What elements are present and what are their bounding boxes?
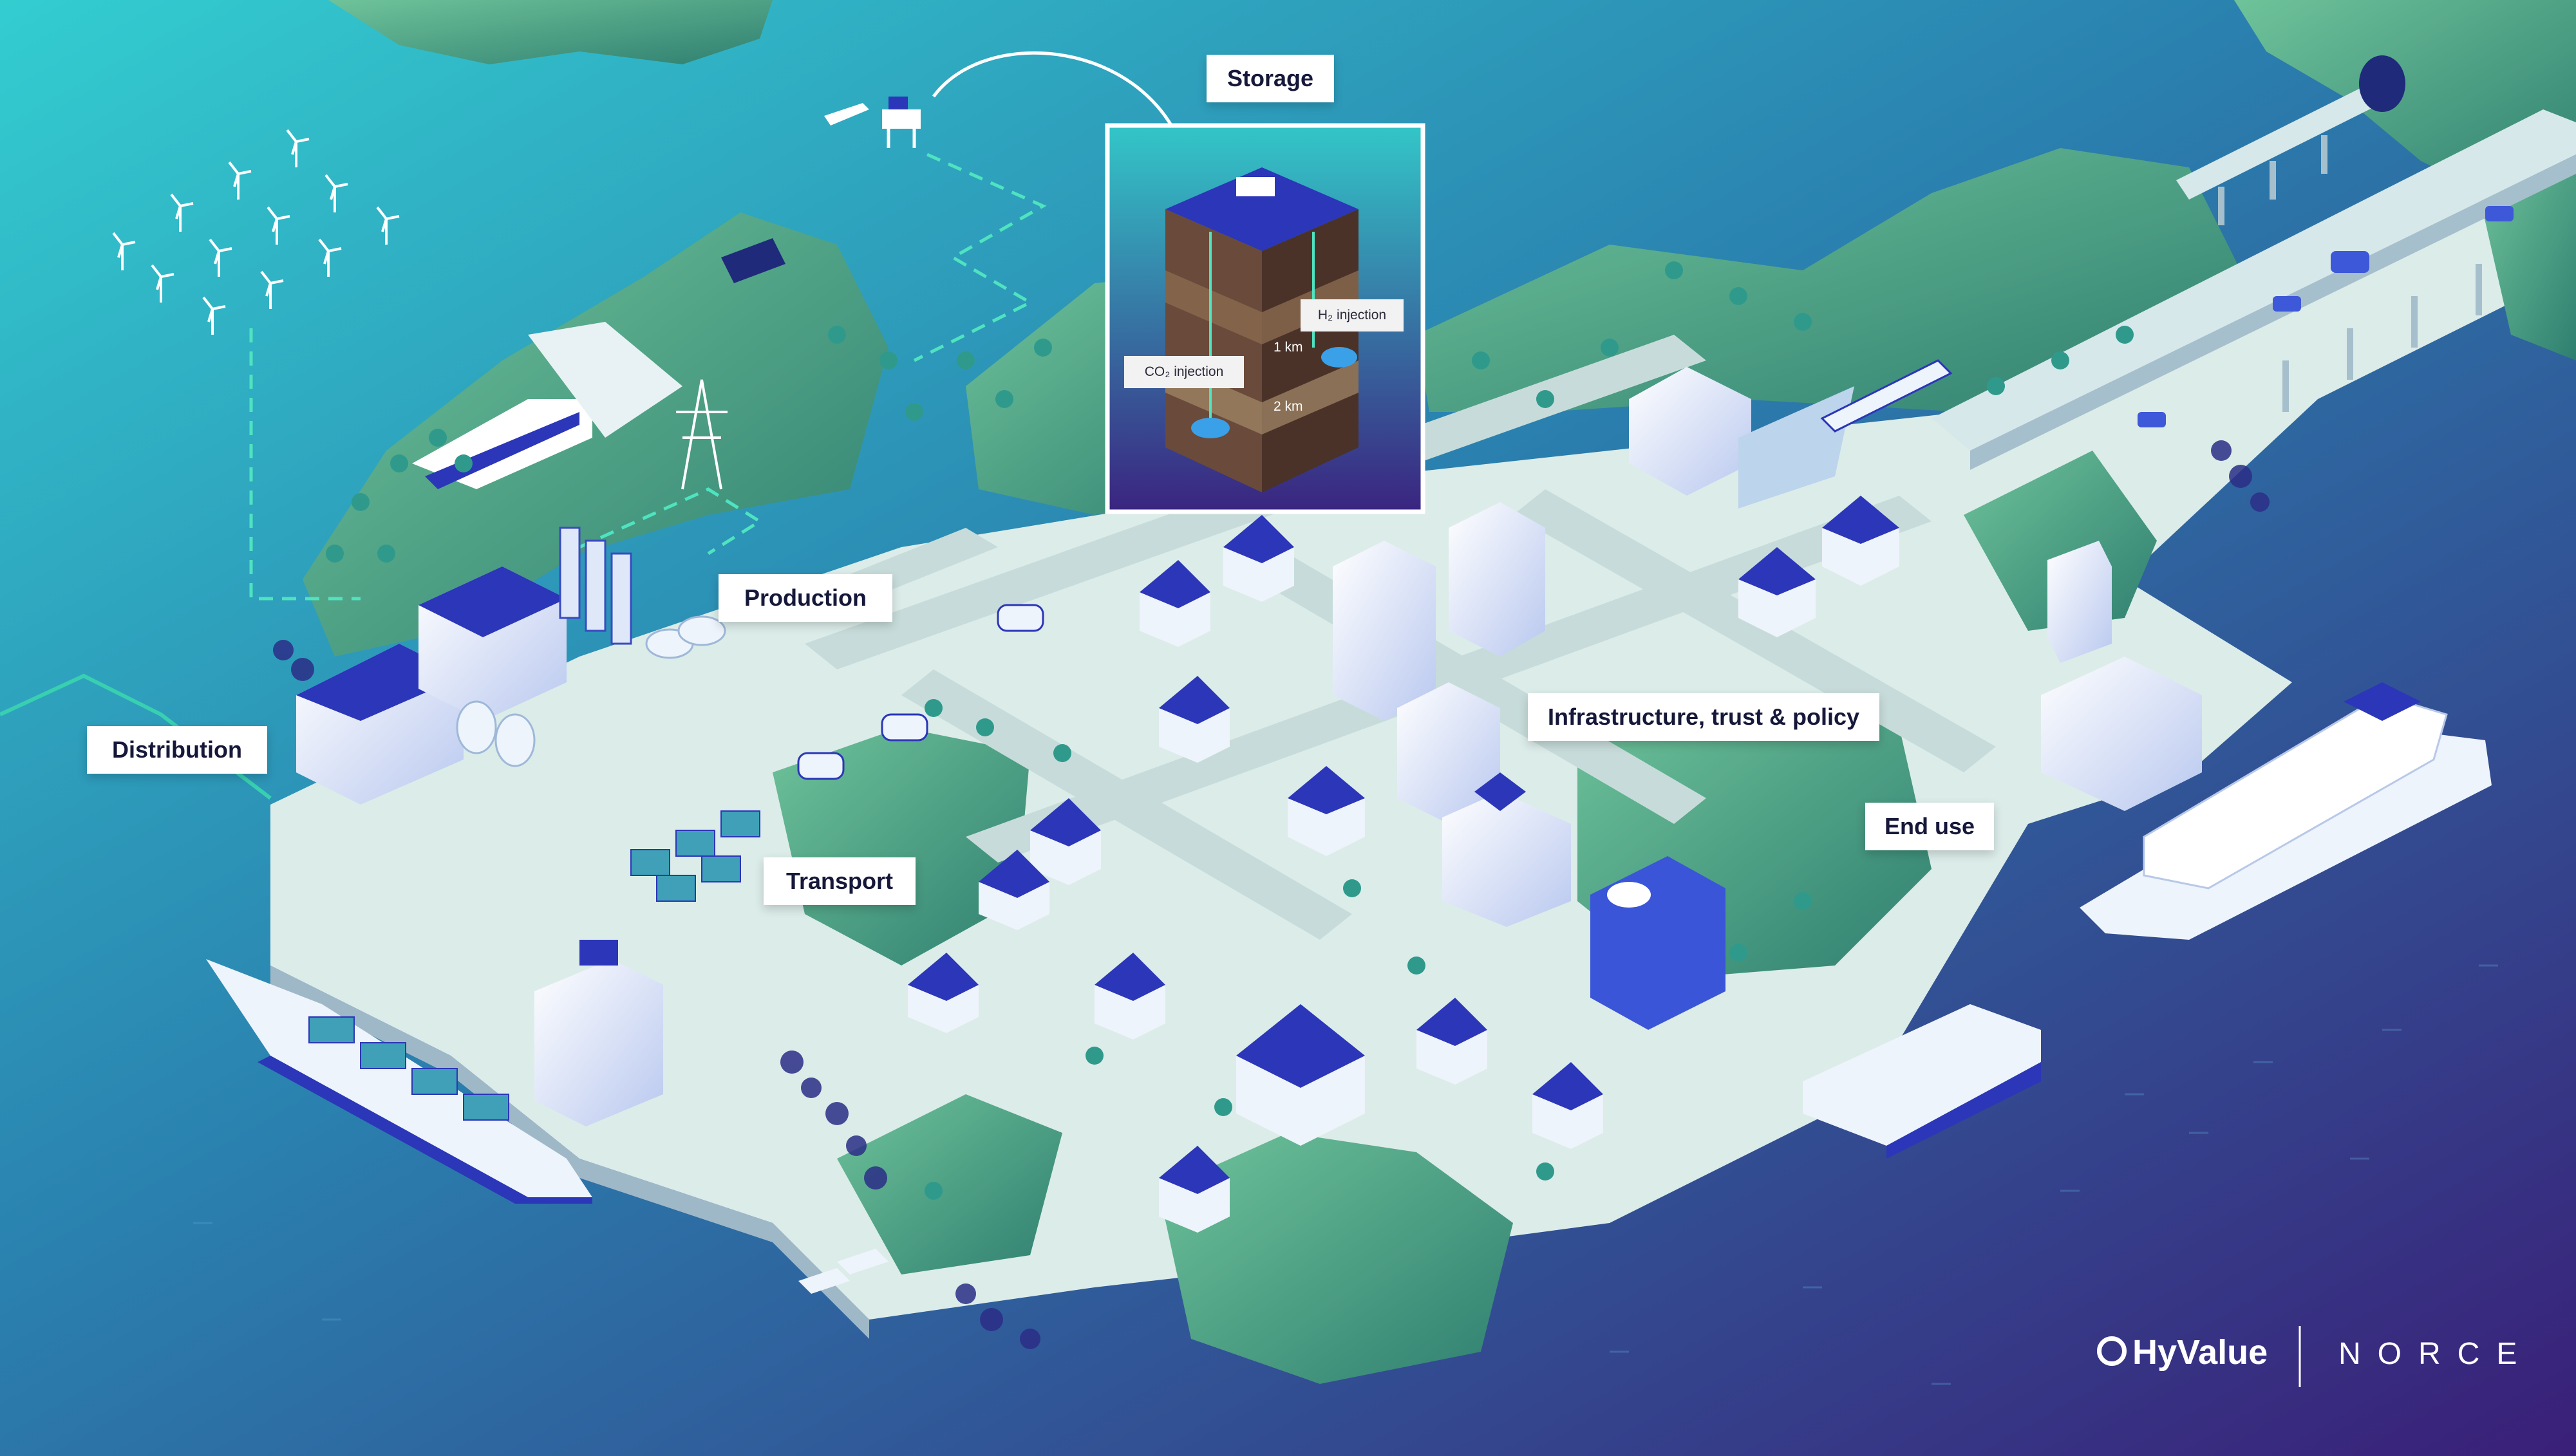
depth-1km-label: 1 km <box>1274 340 1303 355</box>
house-icon <box>908 496 1899 1233</box>
co2-injection-label: CO₂ injection <box>1124 356 1244 388</box>
land-edge <box>270 966 869 1339</box>
train-icon <box>1820 359 1953 433</box>
ship-icon <box>206 959 592 1204</box>
h2-injection-label: H₂ injection <box>1301 299 1404 331</box>
boat-icon <box>824 103 869 126</box>
pylon-icon <box>676 379 728 490</box>
label-production: Production <box>719 574 892 622</box>
factory-icon <box>296 527 632 805</box>
label-infrastructure: Infrastructure, trust & policy <box>1528 693 1879 741</box>
truck-icon <box>797 604 1044 780</box>
label-transport: Transport <box>764 857 916 905</box>
city-buildings <box>1333 367 2202 824</box>
island-top-left <box>328 0 773 64</box>
network-lines <box>249 153 1047 601</box>
bridge <box>1932 77 2576 470</box>
label-end-use: End use <box>1865 803 1994 850</box>
storage-arrow <box>932 51 1185 154</box>
port-building-icon <box>534 940 663 1126</box>
town-hall-icon <box>1442 772 1571 927</box>
norce-logo-text: NORCE <box>2338 1337 2534 1371</box>
trees <box>326 261 2134 1200</box>
offshore-platform-icon <box>882 97 921 148</box>
wind-turbine-icon <box>112 129 400 335</box>
label-storage: Storage <box>1207 55 1334 102</box>
tunnel-icon <box>2359 55 2405 112</box>
ferry-icon <box>1803 1004 2041 1159</box>
depth-2km-label: 2 km <box>1274 399 1303 414</box>
hills <box>303 148 2576 1384</box>
hospital-icon <box>1590 856 1725 1030</box>
tank-icon <box>456 615 726 767</box>
containers <box>630 810 760 902</box>
rocks <box>273 440 2270 1349</box>
hyvalue-logo-text: HyValue <box>2132 1333 2268 1372</box>
wave-texture <box>193 964 2498 1385</box>
cruise-ship-icon <box>2080 682 2492 940</box>
small-boats <box>798 1249 888 1294</box>
hyvalue-logo-icon <box>2097 1336 2127 1366</box>
label-distribution: Distribution <box>87 726 267 774</box>
